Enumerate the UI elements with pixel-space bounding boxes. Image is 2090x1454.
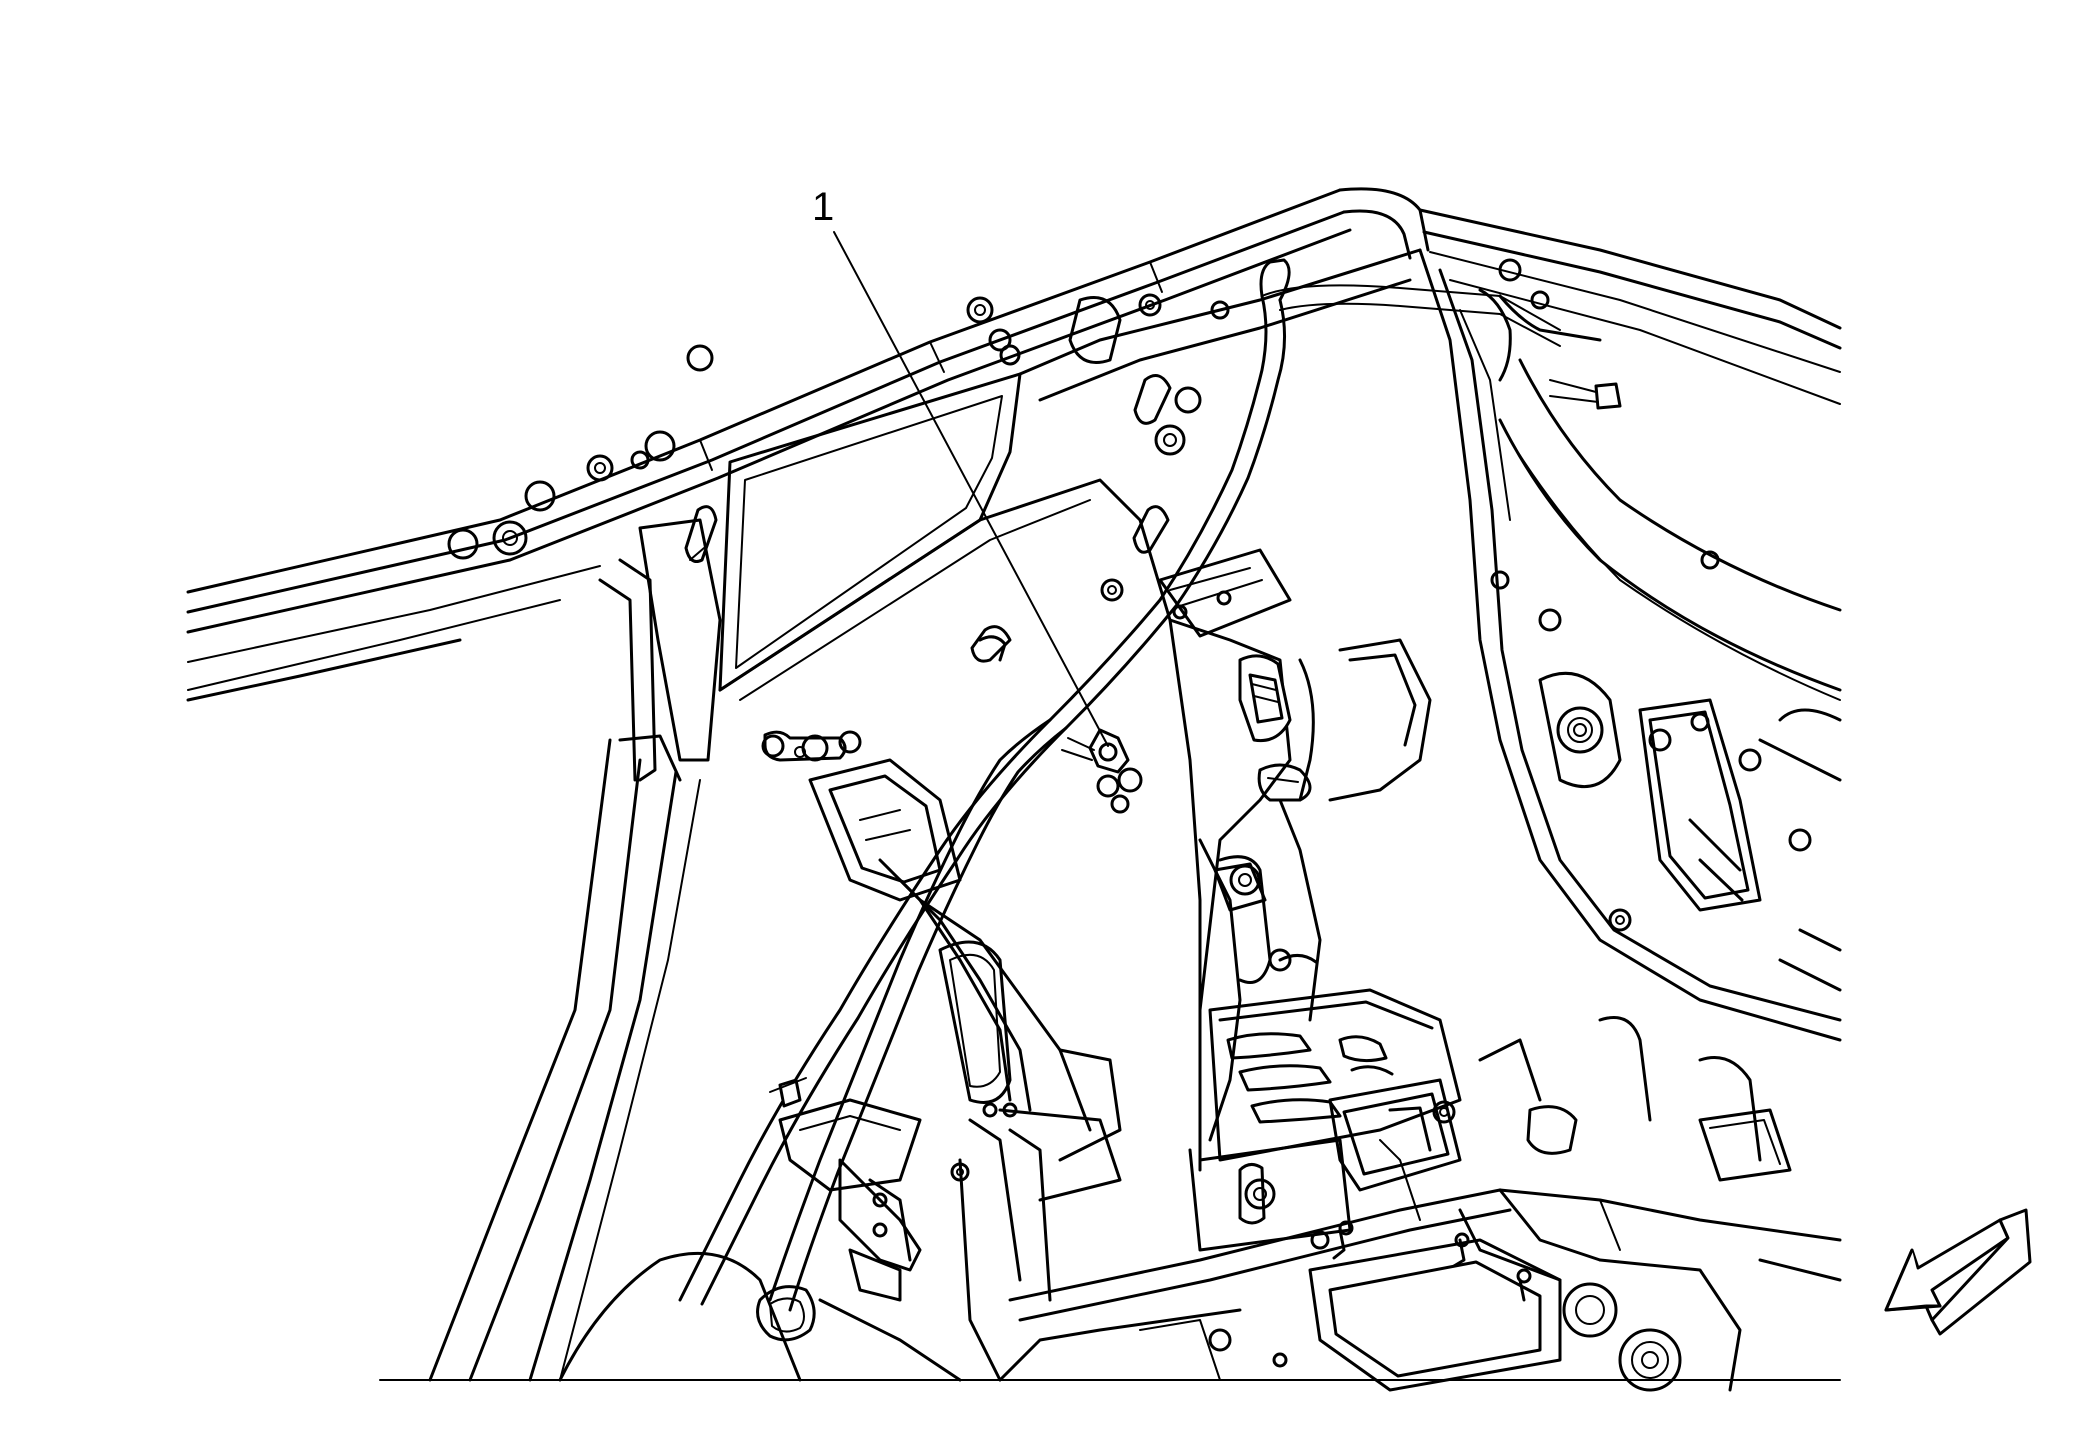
center-pillar-panel	[1158, 548, 1432, 1142]
rear-quarter-window-frame	[598, 372, 1022, 782]
wiring-harness	[678, 258, 1561, 1312]
roof-rail-right	[1418, 208, 1842, 405]
callout-leader-line-1	[833, 231, 1109, 747]
rear-floor-pan	[379, 1188, 1842, 1392]
callout-1: 1	[812, 185, 1109, 747]
right-quarter-panel	[1418, 248, 1842, 1182]
callout-label-1: 1	[812, 185, 834, 229]
inner-quarter-panel	[447, 248, 1422, 1172]
seatbelt-bracket	[778, 758, 1122, 1382]
front-arrow-icon	[1884, 1208, 2032, 1336]
c-pillar-outer	[428, 734, 701, 1382]
rear-floor-crossmember	[1188, 988, 1462, 1252]
